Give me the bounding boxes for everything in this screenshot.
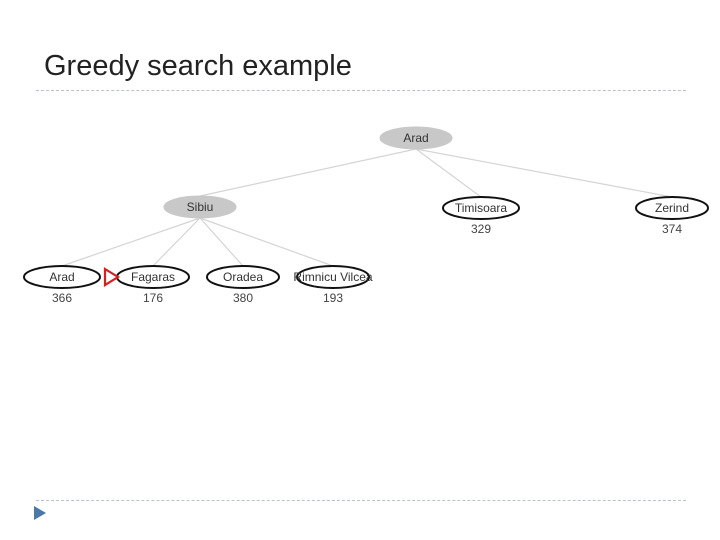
node-ellipse <box>206 265 280 289</box>
tree-node-fagaras: Fagaras 176 <box>116 265 190 305</box>
node-ellipse <box>163 195 237 219</box>
edge-arad-root-timisoara <box>415 148 482 198</box>
node-ellipse <box>635 196 709 220</box>
edge-arad-root-zerind <box>415 148 673 198</box>
node-label: Oradea <box>223 270 263 284</box>
next-slide-icon[interactable] <box>33 505 47 521</box>
node-label: Fagaras <box>131 270 175 284</box>
node-heuristic-value: 380 <box>233 291 253 305</box>
title-divider <box>36 90 686 91</box>
tree-edges <box>61 148 673 267</box>
edge-sibiu-arad-leaf <box>61 217 201 267</box>
node-heuristic-value: 329 <box>471 222 491 236</box>
node-label: Zerind <box>655 201 689 215</box>
node-ellipse <box>442 196 520 220</box>
node-label: Rimnicu Vilcea <box>293 270 372 284</box>
node-heuristic-value: 366 <box>52 291 72 305</box>
node-label: Arad <box>403 131 428 145</box>
edge-sibiu-fagaras <box>152 217 201 267</box>
tree-node-rimnicu-vilcea: Rimnicu Vilcea 193 <box>293 265 373 305</box>
tree-node-timisoara: Timisoara 329 <box>442 196 520 236</box>
edge-sibiu-oradea <box>199 217 244 267</box>
node-heuristic-value: 176 <box>143 291 163 305</box>
slide-title: Greedy search example <box>44 50 352 82</box>
node-ellipse <box>23 265 101 289</box>
edge-sibiu-rimnicu-vilcea <box>199 217 334 267</box>
node-ellipse <box>379 126 453 150</box>
selection-marker-icon <box>103 267 121 287</box>
node-label: Timisoara <box>455 201 508 215</box>
marker-layer <box>103 267 121 287</box>
tree-node-sibiu: Sibiu <box>163 195 237 219</box>
node-label: Sibiu <box>187 200 214 214</box>
edge-arad-root-sibiu <box>199 148 417 197</box>
tree-node-arad-root: Arad <box>379 126 453 150</box>
node-heuristic-value: 374 <box>662 222 682 236</box>
tree-node-arad-leaf: Arad 366 <box>23 265 101 305</box>
footer-divider <box>36 500 686 501</box>
node-ellipse <box>296 265 370 289</box>
tree-node-oradea: Oradea 380 <box>206 265 280 305</box>
node-heuristic-value: 193 <box>323 291 343 305</box>
tree-node-zerind: Zerind 374 <box>635 196 709 236</box>
node-label: Arad <box>49 270 74 284</box>
